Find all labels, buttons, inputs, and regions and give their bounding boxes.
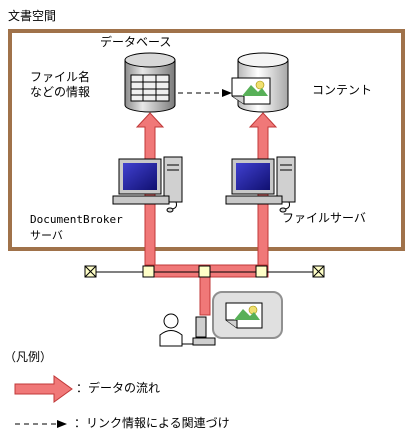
legend-link-arrow: [15, 420, 67, 428]
database-label: データベース: [100, 35, 172, 49]
legend-heading: （凡例）: [4, 350, 53, 364]
flow-arrow-left: [135, 112, 165, 278]
file-server-label: ファイルサーバ: [282, 211, 366, 225]
content-label: コンテント: [312, 83, 373, 97]
flow-arrow-right: [248, 112, 278, 278]
legend-link-label: ：リンク情報による関連づけ: [74, 416, 230, 430]
document-bubble-icon: [212, 291, 283, 339]
legend-data-flow-label: ：データの流れ: [76, 381, 161, 395]
database-icon: [124, 52, 176, 113]
network-terminator-left: [84, 265, 97, 278]
data-flow-arrows: [135, 112, 278, 316]
docbroker-computer-icon: [112, 156, 183, 213]
metadata-label: ファイル名 などの情報: [30, 70, 91, 99]
document-space-title: 文書空間: [8, 9, 57, 23]
network-node-client: [198, 265, 211, 278]
legend-data-flow-arrow: [14, 375, 73, 403]
client-user-icon: [159, 313, 216, 347]
document-space-frame: [8, 29, 405, 251]
docbroker-server-label: DocumentBroker サーバ: [30, 213, 123, 242]
network-node-fileserver: [255, 265, 268, 278]
link-arrow: [178, 89, 232, 97]
network-node-docbroker: [142, 265, 155, 278]
content-store-icon: [231, 52, 289, 113]
flow-bus-client: [199, 264, 211, 316]
file-server-computer-icon: [225, 156, 296, 213]
network-terminator-right: [312, 265, 325, 278]
